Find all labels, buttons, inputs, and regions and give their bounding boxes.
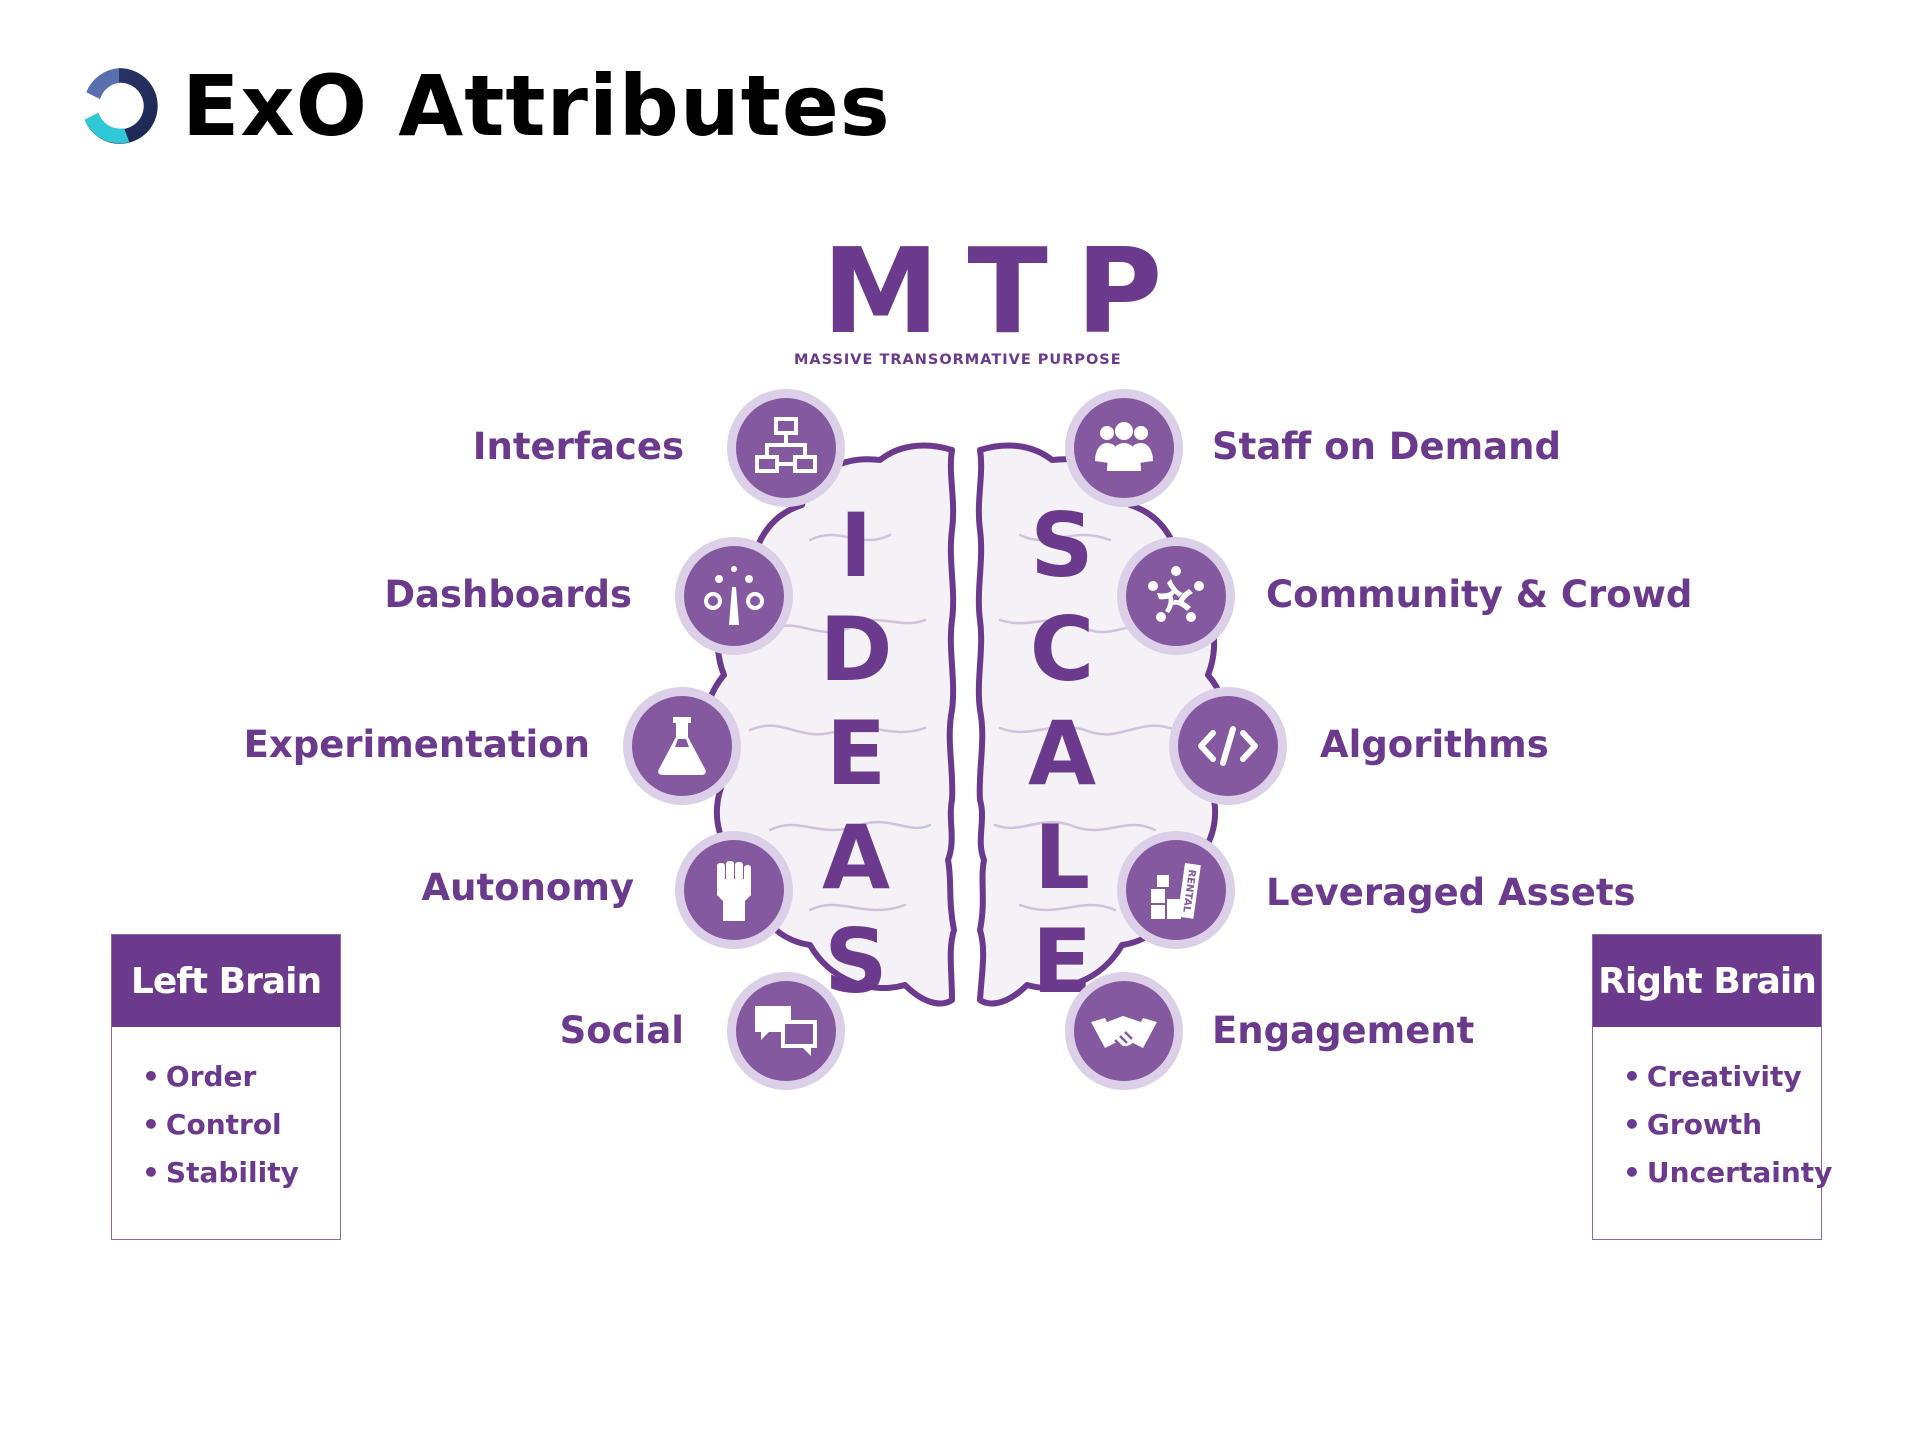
list-item: Creativity — [1623, 1053, 1821, 1101]
algorithms-label: Algorithms — [1320, 722, 1549, 768]
flask-icon — [647, 711, 717, 781]
ideas-letter: D — [816, 598, 896, 702]
right-brain-box: Right Brain Creativity Growth Uncertaint… — [1592, 934, 1822, 1240]
mtp-heading: MTP MASSIVE TRANSORMATIVE PURPOSE — [794, 232, 1114, 368]
ideas-letter: I — [816, 494, 896, 598]
scale-letter: L — [1022, 806, 1102, 910]
code-brackets-icon — [1193, 711, 1263, 781]
autonomy-node — [675, 831, 793, 949]
community-crowd-label: Community & Crowd — [1266, 572, 1692, 618]
gauge-icon — [699, 561, 769, 631]
scale-letter: S — [1022, 494, 1102, 598]
list-item: Uncertainty — [1623, 1149, 1821, 1197]
staff-on-demand-node — [1065, 389, 1183, 507]
list-item: Growth — [1623, 1101, 1821, 1149]
list-item: Control — [142, 1101, 340, 1149]
left-brain-box: Left Brain Order Control Stability — [111, 934, 341, 1240]
engagement-label: Engagement — [1212, 1008, 1474, 1054]
experimentation-label: Experimentation — [244, 722, 590, 768]
header: ExO Attributes — [76, 58, 891, 154]
dashboards-label: Dashboards — [384, 572, 632, 618]
list-item: Stability — [142, 1149, 340, 1197]
right-brain-title: Right Brain — [1593, 935, 1821, 1027]
brain-illustration — [690, 430, 1230, 1040]
ideas-word: I D E A S — [816, 494, 896, 1014]
scale-letter: A — [1022, 702, 1102, 806]
exo-swirl-logo-icon — [76, 63, 162, 149]
scale-word: S C A L E — [1022, 494, 1102, 1014]
autonomy-label: Autonomy — [421, 865, 634, 911]
mtp-letters: MTP — [822, 232, 1114, 350]
leveraged-assets-node: RENTAL — [1117, 831, 1235, 949]
staff-on-demand-label: Staff on Demand — [1212, 424, 1561, 470]
fist-icon — [699, 855, 769, 925]
algorithms-node — [1169, 687, 1287, 805]
left-brain-title: Left Brain — [112, 935, 340, 1027]
chat-bubbles-icon — [751, 996, 821, 1066]
dashboards-node — [675, 537, 793, 655]
ideas-letter: E — [816, 702, 896, 806]
mtp-subtitle: MASSIVE TRANSORMATIVE PURPOSE — [794, 352, 1114, 368]
rental-boxes-icon: RENTAL — [1141, 855, 1211, 925]
experimentation-node — [623, 687, 741, 805]
left-brain-list: Order Control Stability — [112, 1027, 340, 1197]
right-brain-list: Creativity Growth Uncertainty — [1593, 1027, 1821, 1197]
people-group-icon — [1089, 413, 1159, 483]
social-node — [727, 972, 845, 1090]
engagement-node — [1065, 972, 1183, 1090]
list-item: Order — [142, 1053, 340, 1101]
handshake-icon — [1089, 996, 1159, 1066]
interfaces-label: Interfaces — [473, 424, 684, 470]
ideas-letter: A — [816, 806, 896, 910]
social-label: Social — [560, 1008, 684, 1054]
interfaces-node — [727, 389, 845, 507]
community-circle-icon — [1141, 561, 1211, 631]
community-crowd-node — [1117, 537, 1235, 655]
page-title: ExO Attributes — [182, 64, 891, 148]
flowchart-icon — [751, 413, 821, 483]
scale-letter: C — [1022, 598, 1102, 702]
leveraged-assets-label: Leveraged Assets — [1266, 870, 1636, 916]
